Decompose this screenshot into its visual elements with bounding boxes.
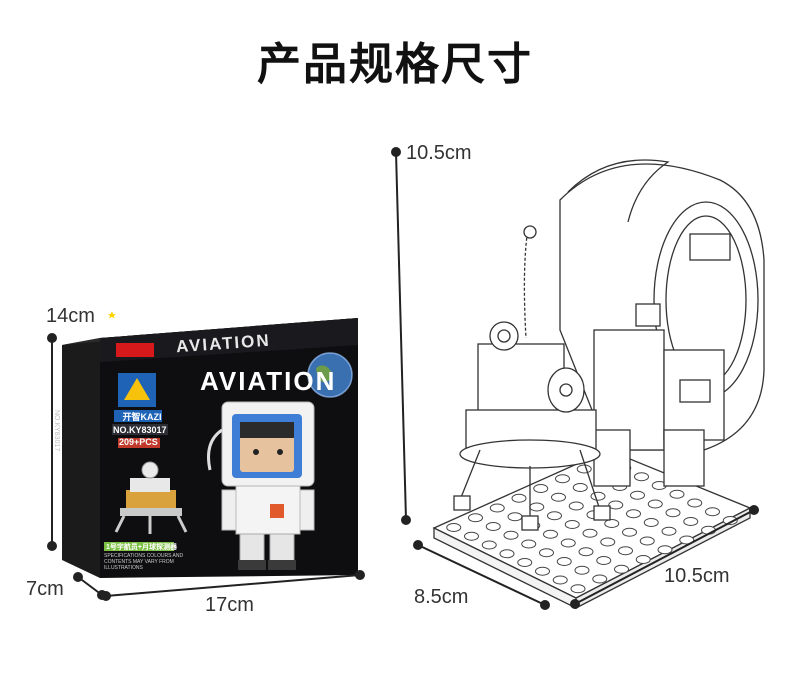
box-caption: 1号宇航员+月球探测器 (106, 544, 177, 551)
stud (517, 558, 533, 567)
product-box (62, 311, 358, 578)
page-title: 产品规格尺寸 (257, 39, 533, 90)
stud (665, 508, 681, 518)
stud (635, 555, 651, 564)
stud (661, 526, 677, 536)
stud (639, 536, 655, 546)
stud (590, 491, 606, 501)
stud (722, 516, 738, 525)
stud (555, 474, 570, 484)
china-flag-icon (116, 343, 154, 357)
stud (464, 531, 479, 541)
stud (647, 499, 663, 509)
box-model-no: NO.KY83017 (113, 425, 167, 435)
stud (468, 513, 483, 523)
stud (596, 556, 612, 565)
stud (547, 511, 562, 521)
stud (481, 540, 497, 550)
stud (592, 574, 608, 584)
stud (626, 509, 641, 519)
stud (521, 539, 537, 549)
stud (560, 538, 576, 548)
stud (582, 528, 598, 538)
stud (679, 535, 695, 545)
stud (630, 490, 645, 500)
stud (657, 545, 673, 555)
stud (529, 502, 545, 512)
stud (600, 537, 616, 547)
model-width-label: 10.5cm (664, 565, 730, 587)
box-series-main: AVIATION (200, 366, 337, 396)
stud (564, 520, 580, 529)
box-brand-name: 开智KAZI (122, 412, 162, 422)
model-dimension-lines (391, 147, 759, 610)
model-height-label: 10.5cm (406, 142, 472, 164)
stud (578, 547, 594, 557)
stud (687, 498, 703, 508)
stud (614, 564, 629, 574)
stud (643, 518, 659, 527)
box-width-label: 17cm (205, 594, 254, 616)
stud (705, 507, 720, 517)
stud (604, 519, 620, 528)
stud (485, 522, 501, 531)
stud (552, 575, 568, 585)
box-side-model: NO.KY83017 (53, 410, 60, 452)
stud (503, 530, 519, 540)
box-height-label: 14cm (46, 305, 95, 327)
stud (511, 493, 527, 503)
stud (533, 484, 549, 493)
stud (683, 517, 699, 526)
model-depth-label: 8.5cm (414, 586, 469, 608)
stud (618, 546, 633, 556)
stud (551, 492, 566, 502)
stud (608, 500, 624, 510)
stud (574, 565, 590, 575)
stud (535, 566, 550, 576)
stud (570, 584, 586, 594)
box-depth-label: 7cm (26, 578, 64, 600)
stud (539, 548, 554, 558)
box-disclaimer: SPECIFICATIONS COLOURS AND CONTENTS MAY … (104, 553, 184, 571)
stud (499, 549, 515, 559)
stud (622, 527, 637, 537)
stud (634, 472, 649, 482)
box-dimension-lines (47, 333, 365, 601)
stud (568, 501, 584, 511)
stud (572, 483, 588, 492)
lunar-lander-figure (114, 461, 188, 534)
astronaut-line-drawing (432, 159, 765, 610)
stud (507, 512, 523, 522)
stud (489, 503, 505, 513)
stud (576, 464, 592, 474)
box-pieces: 209+PCS (119, 437, 158, 447)
stud (543, 529, 558, 539)
stud (446, 523, 462, 532)
stud (669, 489, 685, 499)
stud (556, 557, 572, 566)
astronaut-figure (207, 401, 315, 570)
